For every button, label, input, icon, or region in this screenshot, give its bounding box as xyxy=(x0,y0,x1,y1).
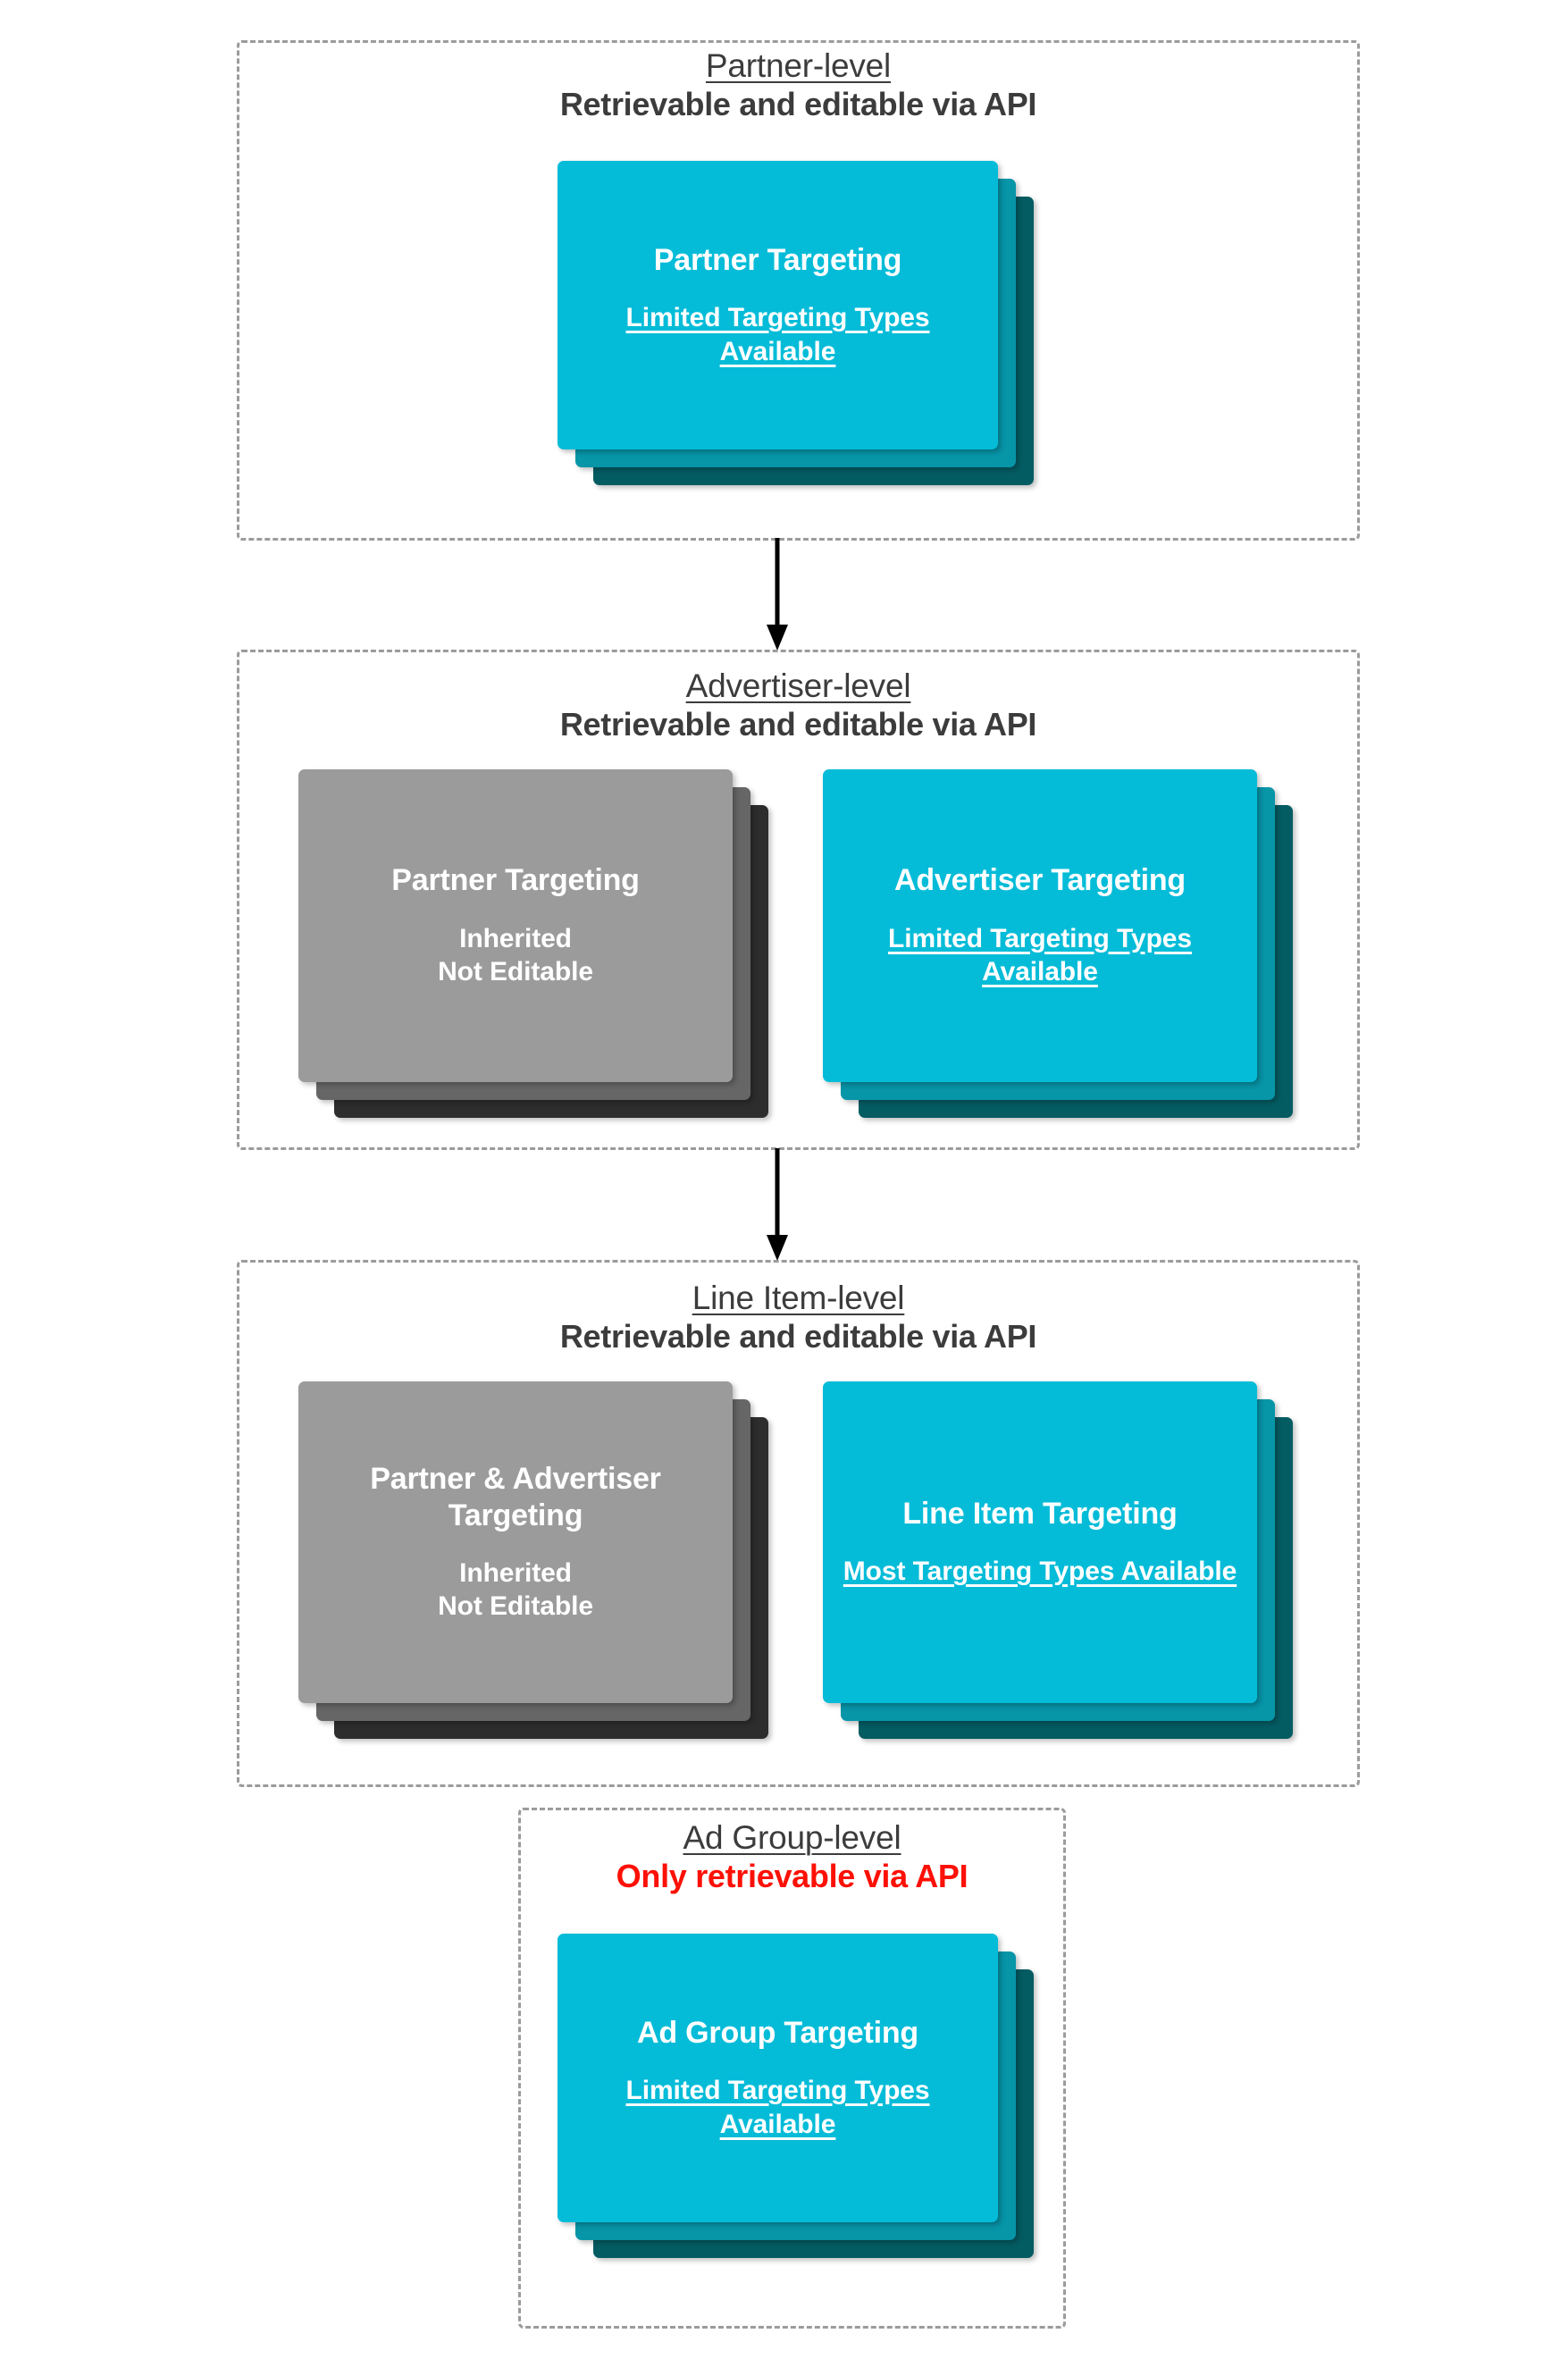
level-heading-advertiser: Advertiser-level Retrievable and editabl… xyxy=(237,667,1360,743)
card-front-inherited-partner-targeting[interactable]: Partner Targeting Inherited Not Editable xyxy=(298,769,733,1082)
level-subtitle-advertiser: Retrievable and editable via API xyxy=(559,706,1037,743)
level-subtitle-line-item: Retrievable and editable via API xyxy=(559,1318,1037,1356)
level-title-line-item: Line Item-level xyxy=(692,1280,905,1316)
card-stack-line-item-targeting[interactable]: Line Item Targeting Most Targeting Types… xyxy=(823,1381,1293,1739)
level-container-advertiser xyxy=(237,650,1360,1150)
level-heading-line-item: Line Item-level Retrievable and editable… xyxy=(237,1280,1360,1356)
card-stack-inherited-partner-targeting[interactable]: Partner Targeting Inherited Not Editable xyxy=(298,769,768,1118)
card-note: Limited Targeting Types Available xyxy=(625,2076,930,2139)
card-front-partner-targeting[interactable]: Partner Targeting Limited Targeting Type… xyxy=(558,161,998,449)
arrow-down-icon xyxy=(767,1148,788,1261)
card-note: Inherited Not Editable xyxy=(438,1557,593,1622)
card-front-inherited-partner-advertiser-targeting[interactable]: Partner & Advertiser Targeting Inherited… xyxy=(298,1381,733,1703)
card-note: Most Targeting Types Available xyxy=(843,1557,1237,1587)
level-container-line-item xyxy=(237,1260,1360,1787)
card-note: Limited Targeting Types Available xyxy=(625,303,930,366)
card-front-advertiser-targeting[interactable]: Advertiser Targeting Limited Targeting T… xyxy=(823,769,1257,1082)
card-title: Ad Group Targeting xyxy=(637,2015,918,2050)
level-heading-partner: Partner-level Retrievable and editable v… xyxy=(237,47,1360,123)
level-title-advertiser: Advertiser-level xyxy=(685,667,911,704)
arrow-down-icon xyxy=(767,538,788,651)
level-heading-ad-group: Ad Group-level Only retrievable via API xyxy=(518,1819,1066,1895)
card-title: Advertiser Targeting xyxy=(893,863,1186,898)
level-title-partner: Partner-level xyxy=(705,47,892,84)
level-container-ad-group xyxy=(518,1808,1066,2329)
card-stack-inherited-partner-advertiser-targeting[interactable]: Partner & Advertiser Targeting Inherited… xyxy=(298,1381,768,1739)
card-note: Inherited Not Editable xyxy=(438,923,593,987)
card-title: Partner Targeting xyxy=(391,863,640,898)
card-stack-partner-targeting[interactable]: Partner Targeting Limited Targeting Type… xyxy=(558,161,1034,485)
card-title: Partner Targeting xyxy=(653,242,902,277)
level-subtitle-ad-group: Only retrievable via API xyxy=(616,1858,968,1895)
card-title: Partner & Advertiser Targeting xyxy=(370,1462,661,1532)
card-title: Line Item Targeting xyxy=(902,1497,1178,1532)
card-note: Limited Targeting Types Available xyxy=(888,923,1192,987)
level-subtitle-partner: Retrievable and editable via API xyxy=(559,86,1037,123)
card-stack-advertiser-targeting[interactable]: Advertiser Targeting Limited Targeting T… xyxy=(823,769,1293,1118)
level-title-ad-group: Ad Group-level xyxy=(683,1819,901,1856)
connector-advertiser-to-line-item xyxy=(764,1148,791,1263)
card-front-line-item-targeting[interactable]: Line Item Targeting Most Targeting Types… xyxy=(823,1381,1257,1703)
card-front-ad-group-targeting[interactable]: Ad Group Targeting Limited Targeting Typ… xyxy=(558,1934,998,2222)
connector-partner-to-advertiser xyxy=(764,538,791,652)
card-stack-ad-group-targeting[interactable]: Ad Group Targeting Limited Targeting Typ… xyxy=(558,1934,1034,2258)
level-container-partner xyxy=(237,40,1360,541)
